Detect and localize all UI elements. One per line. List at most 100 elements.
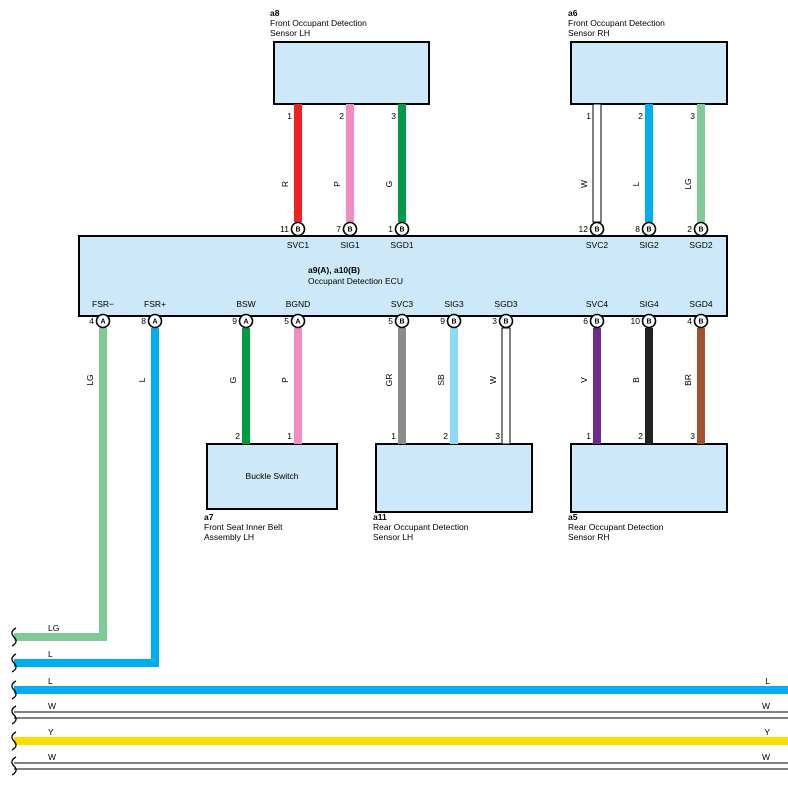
bus-wire-3-code-right: L xyxy=(765,676,770,686)
ecu-bottom-5-pin-number: 5 xyxy=(388,316,393,326)
bus-wire-4-code: W xyxy=(48,701,56,711)
ecu-bottom-7-wire-code: W xyxy=(488,376,498,384)
ecu-top-sgd1-pin-name: SGD1 xyxy=(390,240,413,250)
a11-label-line2: Sensor LH xyxy=(373,532,413,542)
ecu-bottom-10-pin-number: 4 xyxy=(687,316,692,326)
a11-sensor-box xyxy=(375,443,533,513)
ecu-bottom-2-connector-letter: A xyxy=(152,319,157,326)
ecu-bottom-10-connector-letter: B xyxy=(698,319,703,326)
a11-label-line1: Rear Occupant Detection xyxy=(373,522,469,532)
ecu-bottom-6-pin-number: 9 xyxy=(440,316,445,326)
ecu-bottom-10-pin-name: SGD4 xyxy=(689,299,712,309)
bus-wire-3-break-icon xyxy=(11,680,17,700)
bus-wire-3-code: L xyxy=(48,676,53,686)
ecu-bottom-9-far-pin: 2 xyxy=(638,431,643,441)
a6-label-line1: Front Occupant Detection xyxy=(568,18,665,28)
ecu-top-sig2-connector-icon xyxy=(641,221,657,237)
a8-label-line2: Sensor LH xyxy=(270,28,310,38)
ecu-bottom-5-wire-code: GR xyxy=(384,374,394,387)
bus-wire-6-code: W xyxy=(48,752,56,762)
a8-sensor-box xyxy=(273,41,430,105)
ecu-top-sgd1-connector-letter: B xyxy=(399,227,404,234)
ecu-bottom-9-connector-letter: B xyxy=(646,319,651,326)
a5-sensor-box xyxy=(570,443,728,513)
bus-wire-4-code-right: W xyxy=(762,701,770,711)
bus-wire-1-break-icon xyxy=(11,627,17,647)
a7-box-label: Buckle Switch xyxy=(246,471,299,481)
a7-ref: a7 xyxy=(204,512,214,522)
ecu-top-sig2-connector-letter: B xyxy=(646,227,651,234)
bus-wire-6-code-right: W xyxy=(762,752,770,762)
a7-buckle-box xyxy=(206,443,338,510)
ecu-bottom-1-pin-number: 4 xyxy=(89,316,94,326)
ecu-top-svc2-wire-code: W xyxy=(579,180,589,188)
a8-label-line1: Front Occupant Detection xyxy=(270,18,367,28)
ecu-bottom-3-far-pin: 2 xyxy=(235,431,240,441)
ecu-top-svc1-connector-letter: B xyxy=(295,227,300,234)
ecu-top-sig1-connector-icon xyxy=(342,221,358,237)
ecu-bottom-7-wire xyxy=(501,327,511,445)
ecu-top-sig2-pin-name: SIG2 xyxy=(639,240,659,250)
a7-label-line2: Assembly LH xyxy=(204,532,254,542)
ecu-bottom-2-pin-number: 8 xyxy=(141,316,146,326)
ecu-bottom-8-connector-letter: B xyxy=(594,319,599,326)
ecu-bottom-6-far-pin: 2 xyxy=(443,431,448,441)
a7-label-line1: Front Seat Inner Belt xyxy=(204,522,283,532)
ecu-bottom-4-wire-code: P xyxy=(280,377,290,383)
ecu-bottom-3-pin-name: BSW xyxy=(236,299,255,309)
ecu-bottom-6-pin-name: SIG3 xyxy=(444,299,464,309)
bus-wire-2-break-icon xyxy=(11,653,17,673)
a5-label-line1: Rear Occupant Detection xyxy=(568,522,664,532)
ecu-bottom-9-pin-number: 10 xyxy=(631,316,641,326)
ecu-bottom-2-wire-code: L xyxy=(137,377,147,382)
ecu-top-sig2-sensor-pin: 2 xyxy=(638,111,643,121)
ecu-top-svc2-sensor-pin: 1 xyxy=(586,111,591,121)
ecu-bottom-4-connector-letter: A xyxy=(295,319,300,326)
ecu-top-sgd2-connector-icon xyxy=(693,221,709,237)
a5-label-line2: Sensor RH xyxy=(568,532,610,542)
bus-wire-5-break-icon xyxy=(11,731,17,751)
ecu-name: Occupant Detection ECU xyxy=(308,276,403,286)
ecu-top-sgd2-pin-number: 2 xyxy=(687,224,692,234)
ecu-bottom-5-connector-icon xyxy=(394,313,410,329)
ecu-bottom-5-far-pin: 1 xyxy=(391,431,396,441)
ecu-bottom-10-wire-code: BR xyxy=(683,374,693,386)
a6-ref: a6 xyxy=(568,8,578,18)
ecu-top-svc1-sensor-pin: 1 xyxy=(287,111,292,121)
a6-sensor-box xyxy=(570,41,728,105)
ecu-bottom-4-pin-number: 5 xyxy=(284,316,289,326)
ecu-ref: a9(A), a10(B) xyxy=(308,265,360,275)
ecu-top-svc2-wire xyxy=(592,103,602,223)
ecu-top-svc2-pin-name: SVC2 xyxy=(586,240,608,250)
ecu-top-svc1-pin-name: SVC1 xyxy=(287,240,309,250)
ecu-bottom-7-pin-number: 3 xyxy=(492,316,497,326)
ecu-bottom-4-pin-name: BGND xyxy=(286,299,311,309)
ecu-top-sgd2-wire-code: LG xyxy=(683,178,693,189)
ecu-bottom-2-connector-icon xyxy=(147,313,163,329)
ecu-bottom-5-connector-letter: B xyxy=(399,319,404,326)
ecu-top-svc1-wire-code: R xyxy=(280,181,290,187)
ecu-top-sig2-pin-number: 8 xyxy=(635,224,640,234)
ecu-top-sgd2-sensor-pin: 3 xyxy=(690,111,695,121)
a6-label-line2: Sensor RH xyxy=(568,28,610,38)
ecu-top-svc2-connector-letter: B xyxy=(594,227,599,234)
ecu-top-sgd1-sensor-pin: 3 xyxy=(391,111,396,121)
ecu-top-sgd1-pin-number: 1 xyxy=(388,224,393,234)
bus-wire-5-code: Y xyxy=(48,727,54,737)
bus-wire-5-code-right: Y xyxy=(764,727,770,737)
ecu-bottom-10-far-pin: 3 xyxy=(690,431,695,441)
bus-wire-4-break-icon xyxy=(11,705,17,725)
ecu-top-sig1-connector-letter: B xyxy=(347,227,352,234)
bus-wire-2-code: L xyxy=(48,649,53,659)
ecu-bottom-9-connector-icon xyxy=(641,313,657,329)
ecu-bottom-7-pin-name: SGD3 xyxy=(494,299,517,309)
ecu-top-sgd1-connector-icon xyxy=(394,221,410,237)
a5-ref: a5 xyxy=(568,512,578,522)
ecu-top-sig1-pin-number: 7 xyxy=(336,224,341,234)
ecu-bottom-4-connector-icon xyxy=(290,313,306,329)
ecu-top-svc2-pin-number: 12 xyxy=(579,224,589,234)
ecu-bottom-3-connector-letter: A xyxy=(243,319,248,326)
ecu-bottom-8-pin-number: 6 xyxy=(583,316,588,326)
